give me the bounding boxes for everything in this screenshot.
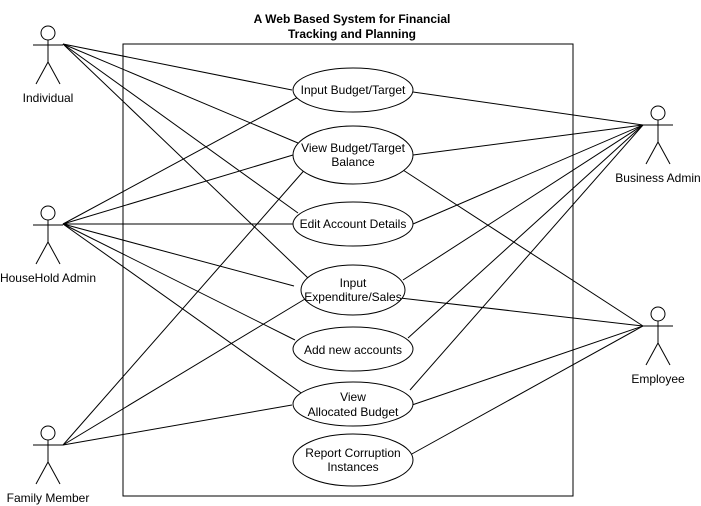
use-case-label: Edit Account Details bbox=[300, 217, 407, 231]
actor-business-admin[interactable]: Business Admin bbox=[615, 105, 701, 185]
use-case-label: View bbox=[340, 390, 366, 404]
stick-figure-icon bbox=[643, 105, 673, 165]
actor-label: Individual bbox=[23, 91, 74, 105]
associations bbox=[62, 43, 644, 456]
use-case-label: Balance bbox=[331, 155, 375, 169]
actor-label: Employee bbox=[631, 372, 685, 386]
stick-figure-icon bbox=[33, 205, 63, 265]
use-case-label: Expenditure/Sales bbox=[304, 290, 401, 304]
actor-label: Family Member bbox=[7, 491, 90, 505]
stick-figure-icon bbox=[643, 306, 673, 366]
actor-label: Business Admin bbox=[615, 171, 700, 185]
use-case-input-expenditure[interactable]: Input Expenditure/Sales bbox=[300, 264, 406, 316]
actor-individual[interactable]: Individual bbox=[23, 25, 74, 105]
system-boundary bbox=[122, 43, 574, 497]
stick-figure-icon bbox=[33, 25, 63, 85]
diagram-title-line-1: A Web Based System for Financial bbox=[254, 12, 451, 26]
use-case-label: Allocated Budget bbox=[308, 405, 399, 419]
use-case-label: Add new accounts bbox=[304, 343, 402, 357]
use-case-label: View Budget/Target bbox=[301, 141, 406, 155]
use-case-add-accounts[interactable]: Add new accounts bbox=[292, 326, 414, 372]
use-case-input-budget[interactable]: Input Budget/Target bbox=[292, 67, 414, 113]
use-case-report-corruption[interactable]: Report Corruption Instances bbox=[292, 433, 414, 487]
stick-figure-icon bbox=[33, 425, 63, 485]
use-case-edit-account[interactable]: Edit Account Details bbox=[292, 201, 414, 247]
use-case-view-budget[interactable]: View Budget/Target Balance bbox=[292, 125, 414, 185]
use-case-label: Instances bbox=[327, 460, 378, 474]
use-case-label: Input Budget/Target bbox=[301, 83, 406, 97]
use-case-label: Report Corruption bbox=[305, 446, 400, 460]
actor-label: HouseHold Admin bbox=[0, 271, 96, 285]
actor-household-admin[interactable]: HouseHold Admin bbox=[0, 205, 96, 285]
actor-family-member[interactable]: Family Member bbox=[7, 425, 90, 505]
diagram-title-line-2: Tracking and Planning bbox=[288, 27, 416, 41]
actor-employee[interactable]: Employee bbox=[631, 306, 685, 386]
use-case-label: Input bbox=[340, 276, 367, 290]
use-case-view-allocated[interactable]: View Allocated Budget bbox=[292, 381, 414, 427]
